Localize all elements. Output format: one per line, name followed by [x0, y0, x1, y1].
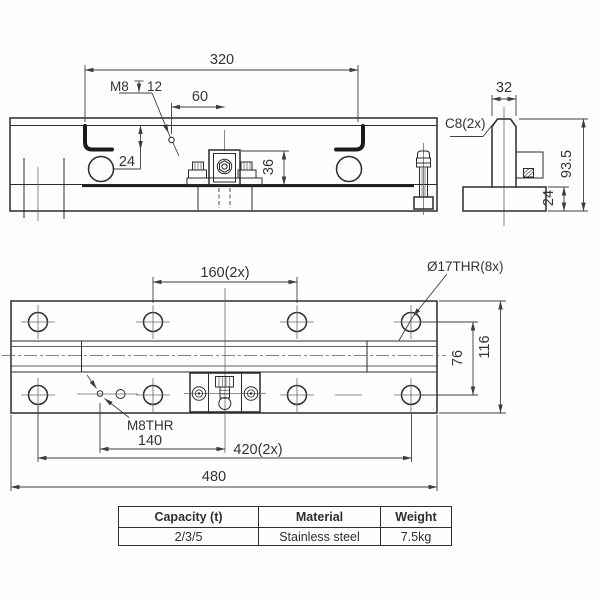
depth-symbol-icon: [134, 80, 144, 93]
top-hole-row: [21, 305, 428, 339]
rail-band: [2, 340, 446, 373]
end-view-dimensions: 32 C8(2x) 93.5 24: [445, 80, 588, 212]
side-elevation-view: 320 M8 12 60 24 36: [9, 52, 438, 221]
dim-320-label: 320: [210, 52, 234, 68]
left-hook-and-roller: [83, 124, 115, 183]
thread-depth-label: 12: [147, 79, 162, 94]
dim-93-5-label: 93.5: [559, 150, 575, 178]
plan-view: 160(2x) Ø17THR(8x) 76 116 M8THR 140 420(…: [2, 259, 506, 491]
right-hook-and-roller: [334, 124, 365, 183]
dim-160-label: 160(2x): [200, 265, 249, 281]
dim-60-label: 60: [192, 89, 208, 105]
spec-table-value-row: 2/3/5 Stainless steel 7.5kg: [118, 527, 452, 546]
weight-header: Weight: [380, 506, 452, 528]
weight-value: 7.5kg: [380, 527, 452, 546]
bottom-hole-row: [21, 378, 428, 412]
capacity-header: Capacity (t): [118, 506, 259, 528]
load-cell-mount-plan: [184, 372, 266, 413]
m8-tapped-hole: [96, 390, 104, 397]
spec-table-header-row: Capacity (t) Material Weight: [118, 506, 452, 528]
dim-140-label: 140: [138, 433, 162, 449]
dim-76-label: 76: [450, 350, 466, 366]
material-value: Stainless steel: [258, 527, 381, 546]
hole-note-label: Ø17THR(8x): [427, 259, 504, 274]
dim-24-label: 24: [119, 154, 135, 170]
dim-480-label: 480: [202, 469, 226, 485]
left-end-edges: [23, 158, 65, 221]
dim-36-label: 36: [261, 159, 277, 175]
end-view: 32 C8(2x) 93.5 24: [445, 80, 588, 226]
dim-420-label: 420(2x): [233, 442, 282, 458]
m8-hole-side: [168, 136, 175, 144]
thread-size-label: M8: [110, 79, 129, 94]
dim-24-base-label: 24: [541, 190, 557, 206]
side-view-dimensions: 320 M8 12 60 24 36: [84, 52, 359, 186]
plan-view-dimensions: 160(2x) Ø17THR(8x) 76 116 M8THR 140 420(…: [10, 259, 506, 491]
dim-32-label: 32: [496, 80, 512, 96]
bolt-end-view: [523, 168, 534, 178]
anchor-bolt-side: [413, 143, 434, 215]
thread-note-label: M8THR: [127, 418, 174, 433]
capacity-value: 2/3/5: [118, 527, 259, 546]
chamfer-note-label: C8(2x): [445, 116, 486, 131]
spec-table: Capacity (t) Material Weight 2/3/5 Stain…: [118, 506, 452, 546]
material-header: Material: [258, 506, 381, 528]
dim-116-label: 116: [477, 335, 493, 358]
load-cell-mount-side: [186, 130, 263, 210]
